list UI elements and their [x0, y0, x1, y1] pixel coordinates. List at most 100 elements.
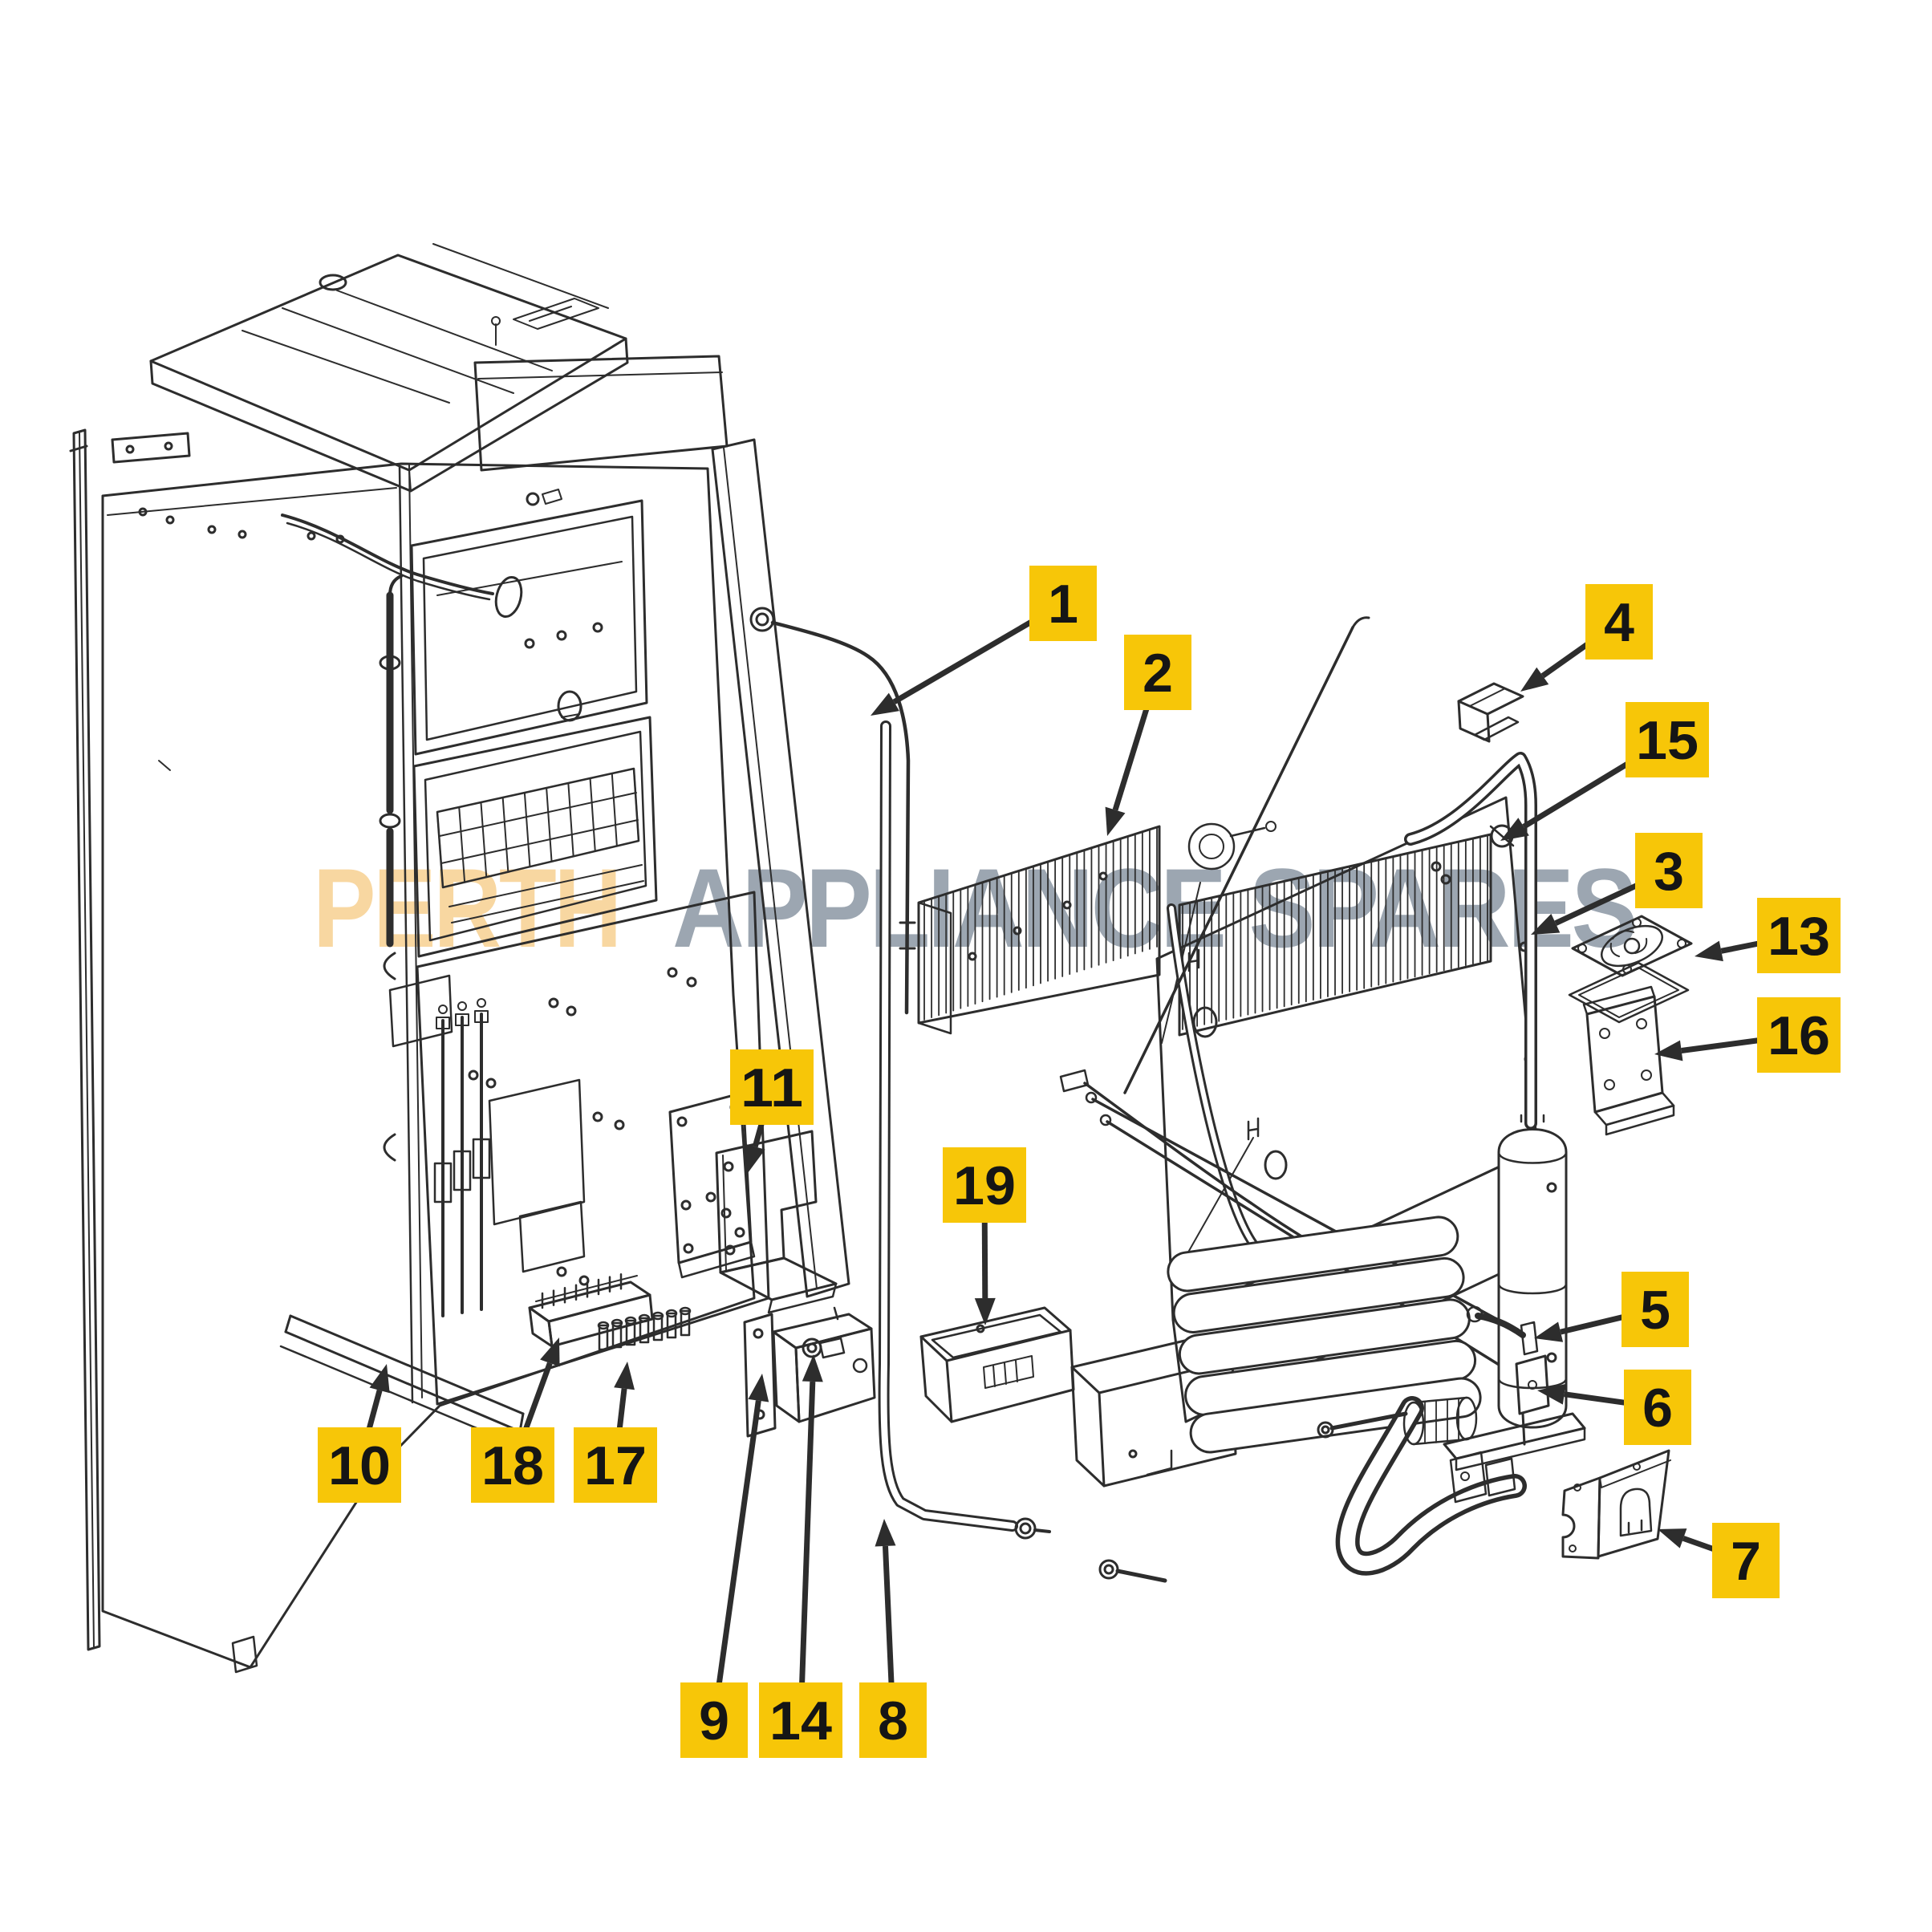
flue-side-panel: [711, 438, 850, 1298]
callout-arrowhead-1: [871, 692, 899, 716]
callout-arrowhead-3: [1531, 913, 1561, 935]
frame-pipe: [1167, 752, 1537, 1256]
callout-3: 3: [1531, 833, 1703, 935]
callout-box-10: [318, 1427, 401, 1503]
callout-arrow-9: [711, 1400, 761, 1721]
callout-number-9: 9: [699, 1690, 729, 1751]
callout-number-5: 5: [1640, 1280, 1670, 1341]
top-hinge-bracket: [111, 432, 191, 464]
callout-box-6: [1624, 1370, 1691, 1445]
callout-arrowhead-5: [1534, 1321, 1564, 1342]
callout-number-2: 2: [1143, 643, 1173, 704]
callout-6: 6: [1537, 1370, 1691, 1445]
callout-1: 1: [871, 566, 1097, 716]
callout-11: 11: [730, 1049, 814, 1173]
terminal-block: [528, 1272, 654, 1348]
callout-box-18: [471, 1427, 554, 1503]
callout-arrowhead-4: [1520, 667, 1549, 692]
callout-number-3: 3: [1654, 841, 1684, 902]
heater-tube: [379, 574, 403, 948]
callout-box-7: [1712, 1523, 1780, 1598]
pipe-union: [802, 1337, 846, 1359]
callout-number-16: 16: [1768, 1005, 1830, 1066]
fan-mounting-plate: [1582, 985, 1675, 1136]
callout-arrowhead-6: [1537, 1383, 1566, 1405]
callout-arrowhead-17: [614, 1362, 635, 1390]
boiler-tank: [1443, 1114, 1586, 1471]
callout-13: 13: [1695, 898, 1841, 973]
callout-number-19: 19: [953, 1155, 1016, 1216]
callout-10: 10: [318, 1364, 401, 1503]
flue-bottom-panel: [668, 1091, 756, 1279]
callout-14: 14: [759, 1354, 842, 1758]
callout-number-10: 10: [328, 1435, 391, 1496]
callout-box-3: [1635, 833, 1703, 908]
lower-opening-wire-shelf: [412, 716, 658, 958]
callout-5: 5: [1534, 1272, 1689, 1347]
callout-box-13: [1757, 898, 1841, 973]
callout-box-2: [1124, 635, 1191, 710]
burner-assembly: [1317, 1396, 1516, 1504]
callout-15: 15: [1500, 702, 1709, 841]
callout-box-16: [1757, 997, 1841, 1073]
callout-number-11: 11: [741, 1057, 803, 1118]
callout-box-5: [1622, 1272, 1689, 1347]
callout-box-15: [1626, 702, 1709, 777]
callout-arrowhead-19: [974, 1297, 996, 1325]
mounting-bracket: [715, 1130, 838, 1314]
thermostat-fitting: [1466, 1305, 1539, 1356]
callout-number-14: 14: [769, 1690, 832, 1751]
thermostat-capillary: [749, 607, 916, 1015]
callout-17: 17: [574, 1362, 657, 1503]
callout-box-19: [943, 1147, 1026, 1223]
callout-19: 19: [943, 1147, 1026, 1325]
vent-cover-flap: [473, 355, 729, 472]
callout-number-4: 4: [1604, 592, 1634, 653]
door-clips: [383, 952, 396, 1162]
absorber-coils: [1167, 1216, 1482, 1454]
callout-arrowhead-14: [802, 1354, 823, 1382]
callout-2: 2: [1105, 635, 1191, 836]
callout-arrowhead-18: [540, 1337, 560, 1367]
top-cover: [149, 243, 629, 493]
gas-valve: [743, 1306, 876, 1438]
callout-arrowhead-15: [1500, 818, 1529, 841]
callout-9: 9: [680, 1374, 769, 1758]
watermark: PERTH APPLIANCE SPARES: [313, 845, 1638, 971]
burner-mounting-bracket: [1561, 1449, 1671, 1560]
callout-number-8: 8: [878, 1690, 908, 1751]
drain-tray: [919, 1306, 1075, 1423]
callout-arrowhead-9: [748, 1374, 769, 1402]
cooling-unit: [917, 616, 1693, 1576]
thermistor-cable: [1059, 1069, 1337, 1258]
callout-number-7: 7: [1731, 1531, 1761, 1592]
callout-18: 18: [471, 1337, 560, 1503]
callout-7: 7: [1658, 1523, 1780, 1598]
callout-box-11: [730, 1049, 814, 1125]
callout-arrowhead-13: [1695, 940, 1723, 962]
callout-box-17: [574, 1427, 657, 1503]
callout-number-15: 15: [1636, 710, 1699, 771]
watermark-word-perth: PERTH: [313, 845, 619, 971]
callout-8: 8: [859, 1519, 927, 1758]
callout-arrowhead-2: [1105, 806, 1126, 836]
callout-arrowhead-7: [1658, 1528, 1687, 1548]
callout-4: 4: [1520, 584, 1653, 692]
gas-supply-pipe: [878, 720, 1167, 1583]
watermark-word-appliance-spares: APPLIANCE SPARES: [672, 845, 1635, 971]
condenser-fins-right: [1178, 833, 1492, 1037]
door-edge-panel: [69, 428, 101, 1651]
fixing-clip: [1457, 682, 1524, 743]
fridge-cabinet: [69, 243, 850, 1674]
callout-box-1: [1029, 566, 1097, 641]
callout-number-13: 13: [1768, 906, 1830, 967]
callout-box-8: [859, 1682, 927, 1758]
burner-supply-tubes: [433, 998, 491, 1317]
callout-box-14: [759, 1682, 842, 1758]
bottom-loop-tube: [1335, 1396, 1527, 1576]
callout-arrowhead-8: [875, 1519, 896, 1547]
callout-16: 16: [1654, 997, 1841, 1073]
